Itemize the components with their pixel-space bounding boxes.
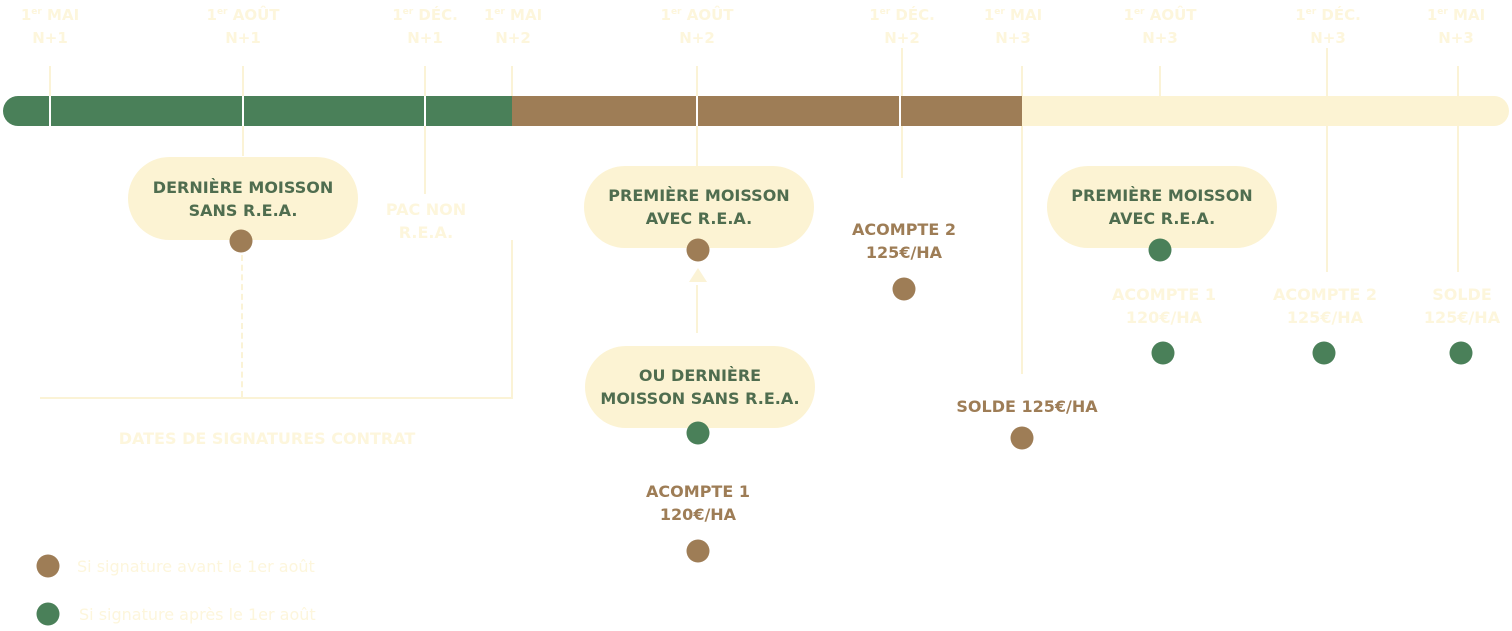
guide-line	[242, 126, 244, 156]
timeline-phase-2	[512, 96, 1022, 126]
dot-green	[1151, 341, 1175, 365]
label-acompte2-green: ACOMPTE 2 125€/HA	[1273, 285, 1377, 327]
dot-green	[1312, 341, 1336, 365]
pill-premiere-moisson-avec-rea-1: PREMIÈRE MOISSON AVEC R.E.A.	[584, 166, 814, 248]
label-acompte1-green: ACOMPTE 1 120€/HA	[1112, 285, 1216, 327]
guide-line	[1021, 126, 1023, 374]
guide-line	[696, 285, 698, 333]
label-solde-green: SOLDE 125€/HA	[1423, 285, 1501, 327]
date-label: 1er DÉC.N+3	[1295, 6, 1361, 47]
legend-label-after: Si signature après le 1er août	[79, 605, 316, 624]
pill-premiere-moisson-avec-rea-2: PREMIÈRE MOISSON AVEC R.E.A.	[1047, 166, 1277, 248]
dot-brown	[686, 238, 710, 262]
timeline-tick	[49, 96, 51, 126]
timeline-phase-3	[1022, 96, 1509, 126]
timeline-tick	[242, 96, 244, 126]
label-acompte2-brown: ACOMPTE 2 125€/HA	[852, 220, 956, 262]
label-dates-signatures-contrat: DATES DE SIGNATURES CONTRAT	[118, 429, 416, 448]
guide-line	[511, 240, 513, 398]
guide-line	[1326, 126, 1328, 272]
guide-line	[901, 126, 903, 178]
timeline-phase-1	[3, 96, 512, 126]
label-acompte1-brown: ACOMPTE 1 120€/HA	[646, 482, 750, 524]
legend-label-before: Si signature avant le 1er août	[77, 557, 315, 576]
arrow-up-icon	[689, 268, 707, 282]
label-solde-brown: SOLDE 125€/HA	[956, 397, 1098, 416]
guide-line	[1457, 66, 1459, 96]
guide-line	[1326, 48, 1328, 96]
guide-line	[1159, 66, 1161, 96]
legend-dot-green	[36, 602, 60, 626]
dot-brown	[892, 277, 916, 301]
dot-brown	[1010, 426, 1034, 450]
timeline-tick	[899, 96, 901, 126]
dot-green	[686, 421, 710, 445]
guide-line	[424, 126, 426, 194]
dot-brown	[686, 539, 710, 563]
dot-green	[1449, 341, 1473, 365]
guide-line	[511, 66, 513, 96]
guide-line	[242, 66, 244, 96]
date-label: 1er DÉC.N+2	[869, 6, 935, 47]
label-pac-non-rea: PAC NON R.E.A.	[385, 200, 467, 242]
guide-line	[696, 126, 698, 166]
dot-green	[1148, 238, 1172, 262]
guide-line	[1457, 126, 1459, 272]
pill-ou-derniere-moisson-sans-rea: OU DERNIÈRE MOISSON SANS R.E.A.	[585, 346, 815, 428]
dot-brown	[229, 229, 253, 253]
guide-line	[49, 66, 51, 96]
dashed-connector	[241, 255, 243, 397]
guide-line	[1021, 66, 1023, 96]
timeline-tick	[424, 96, 426, 126]
legend-dot-brown	[36, 554, 60, 578]
guide-line	[901, 48, 903, 96]
guide-line	[696, 66, 698, 96]
date-label: 1er DÉC.N+1	[392, 6, 458, 47]
timeline-tick	[696, 96, 698, 126]
signature-bracket	[40, 397, 513, 399]
guide-line	[424, 66, 426, 96]
pill-derniere-moisson-sans-rea: DERNIÈRE MOISSON SANS R.E.A.	[128, 157, 358, 240]
